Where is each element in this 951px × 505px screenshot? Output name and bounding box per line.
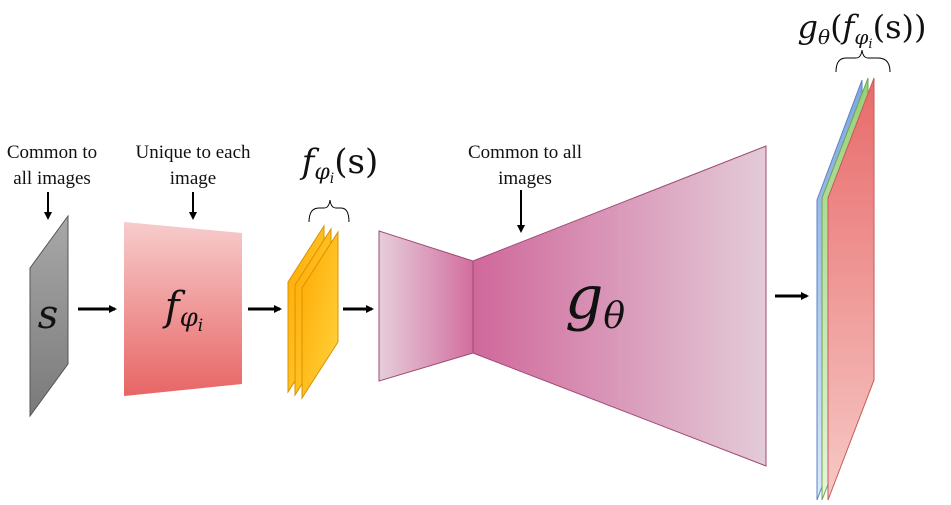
input-note-line1: Common to [7,142,97,163]
encoder-block: Unique to each image fφi [124,142,251,396]
decoder-symbol: gθ [565,263,625,337]
latent-brace [308,199,350,223]
input-note-line2: all images [13,168,91,189]
decoder-note-line1: Common to all [468,142,582,163]
decoder-widening-section [472,145,767,467]
output-plane-red [827,77,875,501]
encoder-note-line2: image [170,168,216,189]
decoder-note-line2: images [498,168,552,189]
encoder-note-line1: Unique to each [135,142,251,163]
latent-plane-front [301,230,339,400]
output-label: gθ(fφi(s)) [798,8,927,52]
output-brace [835,49,891,73]
latent-block: fφi(s) [287,142,378,400]
output-block: gθ(fφi(s)) [798,8,927,501]
encoder-trapezoid [124,222,242,396]
latent-label: fφi(s) [299,142,378,187]
input-block: Common to all images s [7,142,97,418]
input-symbol: s [38,292,59,338]
decoder-block: Common to all images gθ [378,142,767,467]
decoder-narrowing-section [378,230,474,382]
encoder-symbol: fφi [162,284,203,336]
input-plane [29,214,69,418]
